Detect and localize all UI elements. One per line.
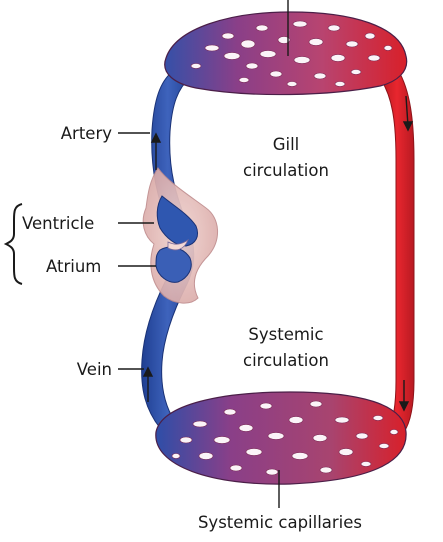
systemic-capillaries-label: Systemic capillaries <box>198 513 362 532</box>
gill-circulation-label-line1: Gill <box>273 135 300 154</box>
vein-label: Vein <box>77 360 112 379</box>
gill-circulation-label-line2: circulation <box>243 161 329 180</box>
ventricle-label: Ventricle <box>22 214 94 233</box>
systemic-circulation-label-line2: circulation <box>243 351 329 370</box>
gill-capillary-bed <box>165 12 407 95</box>
artery-label: Artery <box>61 124 112 143</box>
heart-chambers-brace <box>6 204 22 284</box>
atrium-label: Atrium <box>46 257 101 276</box>
systemic-circulation-label-line1: Systemic <box>248 325 323 344</box>
